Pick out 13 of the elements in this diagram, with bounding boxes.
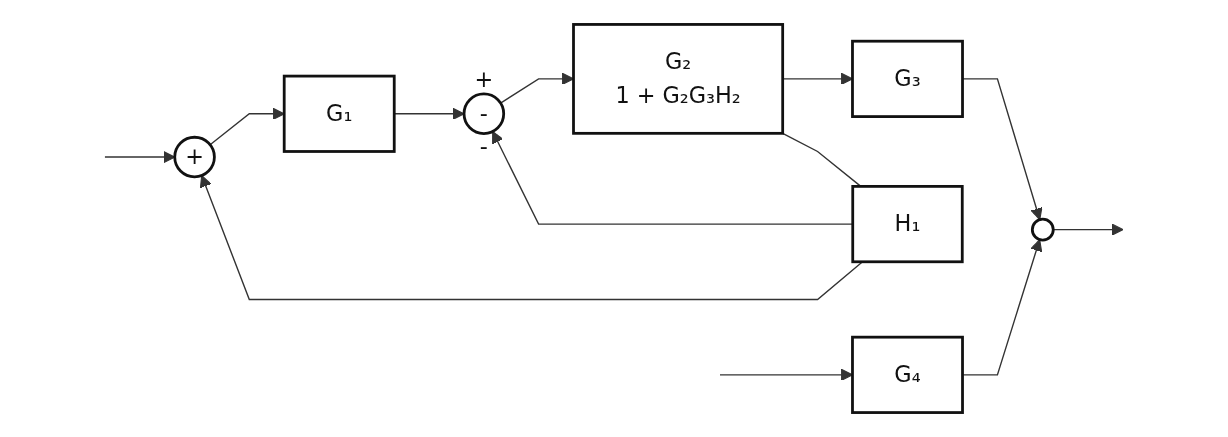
arrow xyxy=(1052,223,1124,236)
arrow xyxy=(209,107,285,146)
node-circle: - xyxy=(462,92,506,135)
node-box: H₁ xyxy=(851,185,964,264)
node-box: G₁ xyxy=(282,74,396,153)
node-circle: + xyxy=(173,135,216,179)
node-box: G₂ 1 + G₂G₃H₂ xyxy=(572,23,785,135)
arrow xyxy=(199,175,864,301)
node-box: G₄ xyxy=(851,335,964,414)
node-circle xyxy=(1030,217,1055,242)
node-box: G₃ xyxy=(851,39,964,118)
node-label: + xyxy=(474,66,494,93)
node-label: - xyxy=(479,133,488,160)
